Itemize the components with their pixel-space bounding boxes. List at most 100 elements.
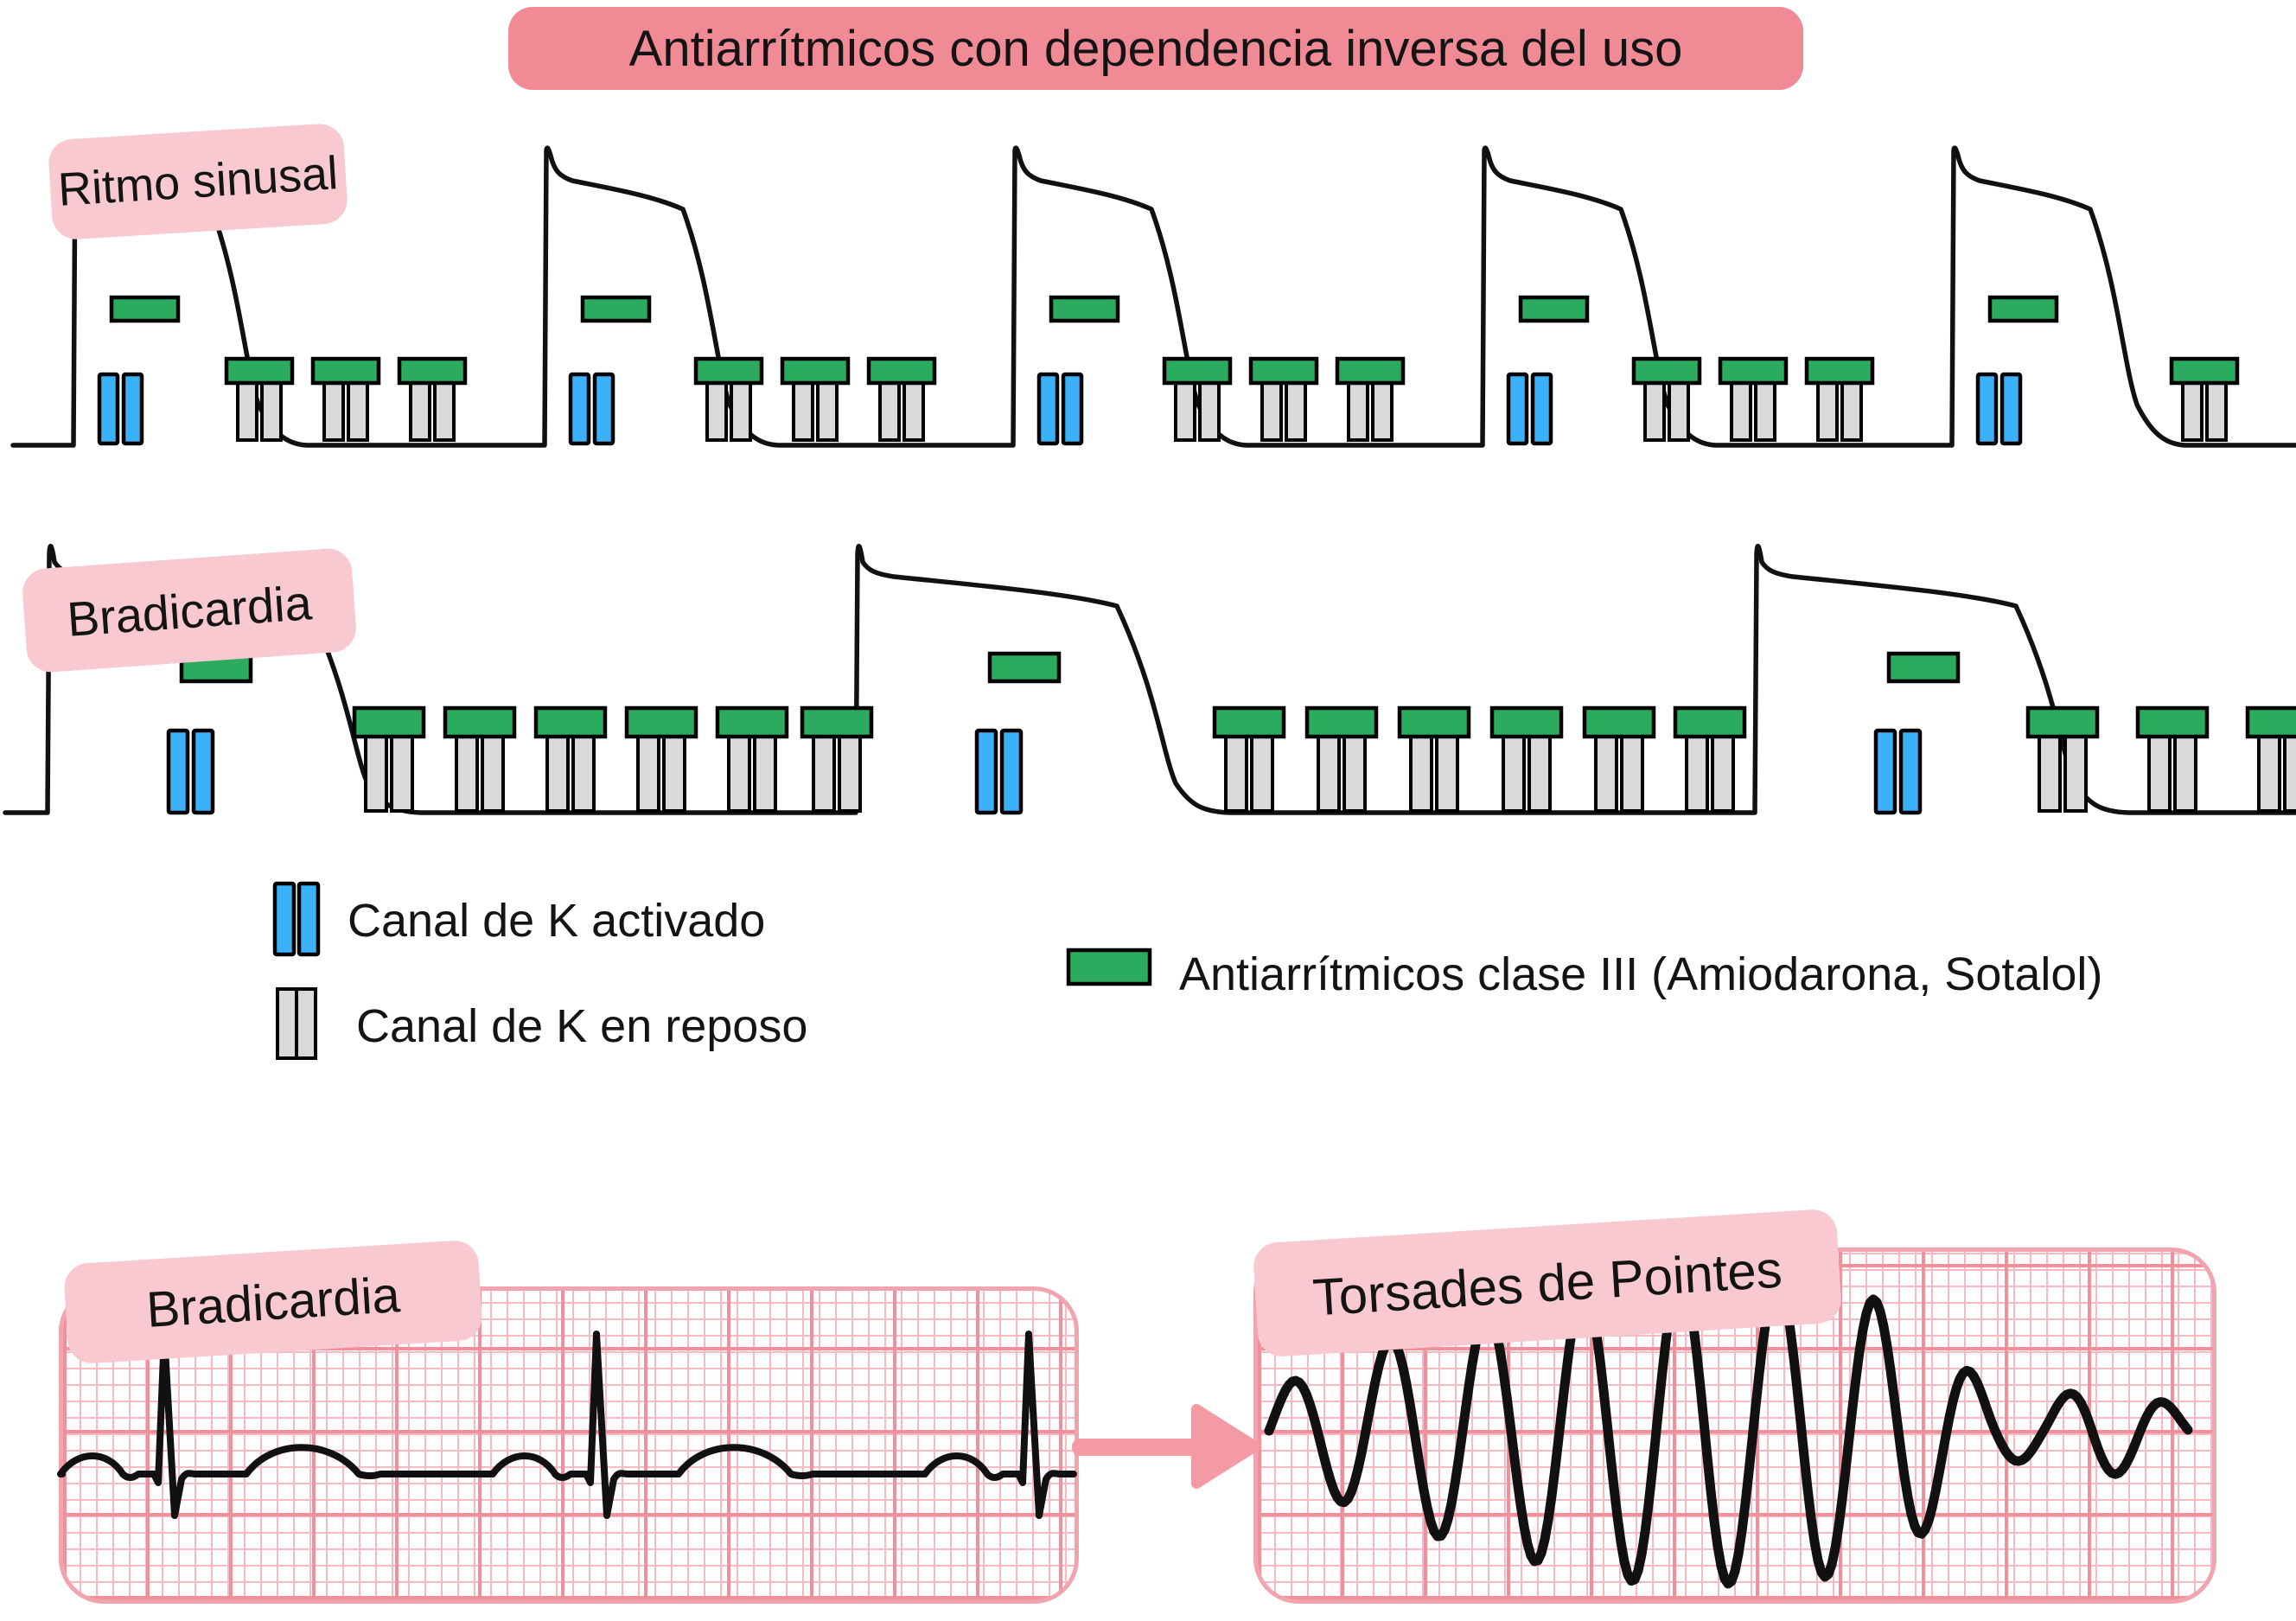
resting-k-channel-icon (2257, 733, 2281, 813)
class3-drug-cap-icon (1718, 356, 1789, 386)
activated-k-channel-icon (1061, 372, 1084, 446)
resting-k-channel-icon (364, 733, 388, 813)
class3-drug-cap-icon (2025, 705, 2100, 739)
resting-k-channel-icon (1347, 380, 1369, 442)
class3-drug-icon (1066, 948, 1152, 986)
resting-k-channel-icon (1409, 733, 1433, 813)
activated-k-channel-icon (191, 728, 215, 815)
class3-drug-cap-icon (1212, 705, 1286, 739)
resting-k-channel-icon (433, 380, 456, 442)
class3-drug-cap-icon (1673, 705, 1747, 739)
class3-drug-cap-icon (443, 705, 517, 739)
class3-drug-cap-icon (352, 705, 426, 739)
resting-k-channel-icon (1711, 733, 1735, 813)
resting-k-channel-icon (2147, 733, 2172, 813)
class3-drug-cap-icon (715, 705, 789, 739)
resting-k-channel-icon (1174, 380, 1196, 442)
resting-k-channel-icon (1435, 733, 1459, 813)
resting-k-channel-icon (753, 733, 777, 813)
resting-k-channel-icon (662, 733, 686, 813)
resting-k-channel-icon (727, 733, 751, 813)
activated-k-channel-icon (272, 881, 297, 957)
title-banner: Antiarrítmicos con dependencia inversa d… (508, 7, 1803, 90)
resting-k-channel-icon (1594, 733, 1618, 813)
resting-k-channel-icon (1250, 733, 1274, 813)
activated-k-channel-icon (1975, 372, 1999, 446)
class3-drug-cap-icon (1335, 356, 1406, 386)
legend-resting-channel-label: Canal de K en reposo (356, 1000, 808, 1052)
resting-k-channel-icon (838, 733, 862, 813)
activated-k-channel-icon (1999, 372, 2023, 446)
class3-drug-cap-icon (310, 356, 381, 386)
resting-k-channel-icon (1343, 733, 1367, 813)
class3-drug-cap-icon (693, 356, 764, 386)
resting-k-channel-icon (2283, 733, 2296, 813)
activated-k-channel-icon (999, 728, 1024, 815)
resting-k-channel-icon (1285, 380, 1307, 442)
resting-k-channel-icon (2038, 733, 2062, 813)
resting-k-channel-icon (455, 733, 479, 813)
resting-k-channel-icon (2205, 380, 2228, 442)
arrow-right-icon (1191, 1404, 1260, 1489)
resting-k-channel-icon (1198, 380, 1221, 442)
class3-drug-cap-icon (2169, 356, 2240, 386)
tag-ecg-bradicardia-text: Bradicardia (144, 1266, 402, 1338)
tag-ritmo-sinusal-text: Ritmo sinusal (56, 147, 340, 216)
activated-k-channel-icon (1036, 372, 1060, 446)
class3-drug-cap-icon (397, 356, 468, 386)
resting-k-channel-icon (276, 987, 298, 1060)
class3-drug-cap-icon (1304, 705, 1379, 739)
class3-drug-cap-icon (533, 705, 608, 739)
resting-k-channel-icon (1620, 733, 1644, 813)
activated-k-channel-icon (1873, 728, 1897, 815)
arrow-right-icon (1072, 1439, 1202, 1456)
tag-bradicardia-row-text: Bradicardia (65, 574, 314, 647)
class3-drug-cap-icon (2135, 705, 2210, 739)
activated-k-channel-icon (97, 372, 120, 446)
activated-k-channel-icon (121, 372, 144, 446)
ritmo-sinusal-trace (10, 145, 2296, 448)
class3-drug-icon (987, 651, 1062, 684)
tag-ritmo-sinusal: Ritmo sinusal (47, 122, 349, 241)
legend-class3-drug-label: Antiarrítmicos clase III (Amiodarona, So… (1179, 948, 2103, 1000)
resting-k-channel-icon (1730, 380, 1752, 442)
class3-drug-cap-icon (1162, 356, 1233, 386)
resting-k-channel-icon (322, 380, 345, 442)
class3-drug-cap-icon (1804, 356, 1875, 386)
resting-k-channel-icon (409, 380, 431, 442)
resting-k-channel-icon (1260, 380, 1283, 442)
legend-activated-channel-label: Canal de K activado (348, 895, 766, 947)
resting-k-channel-icon (1840, 380, 1863, 442)
resting-k-channel-icon (347, 380, 369, 442)
resting-k-channel-icon (636, 733, 660, 813)
class3-drug-icon (1518, 295, 1590, 323)
class3-drug-icon (1049, 295, 1120, 323)
class3-drug-cap-icon (2245, 705, 2296, 739)
resting-k-channel-icon (1371, 380, 1394, 442)
activated-k-channel-icon (568, 372, 591, 446)
ecg-bradycardia-trace (57, 1331, 1077, 1519)
resting-k-channel-icon (2173, 733, 2197, 813)
resting-k-channel-icon (1317, 733, 1341, 813)
resting-k-channel-icon (1643, 380, 1666, 442)
class3-drug-cap-icon (1582, 705, 1656, 739)
title-text: Antiarrítmicos con dependencia inversa d… (628, 20, 1683, 77)
resting-k-channel-icon (295, 987, 317, 1060)
resting-k-channel-icon (571, 733, 596, 813)
ecg-torsades-trace (1264, 1270, 2193, 1589)
resting-k-channel-icon (878, 380, 901, 442)
resting-k-channel-icon (1527, 733, 1552, 813)
class3-drug-cap-icon (624, 705, 698, 739)
resting-k-channel-icon (2181, 380, 2204, 442)
resting-k-channel-icon (902, 380, 925, 442)
resting-k-channel-icon (1502, 733, 1526, 813)
activated-k-channel-icon (1506, 372, 1529, 446)
resting-k-channel-icon (812, 733, 836, 813)
resting-k-channel-icon (260, 380, 283, 442)
class3-drug-cap-icon (224, 356, 295, 386)
class3-drug-cap-icon (800, 705, 874, 739)
activated-k-channel-icon (166, 728, 190, 815)
resting-k-channel-icon (2063, 733, 2088, 813)
class3-drug-cap-icon (1631, 356, 1702, 386)
